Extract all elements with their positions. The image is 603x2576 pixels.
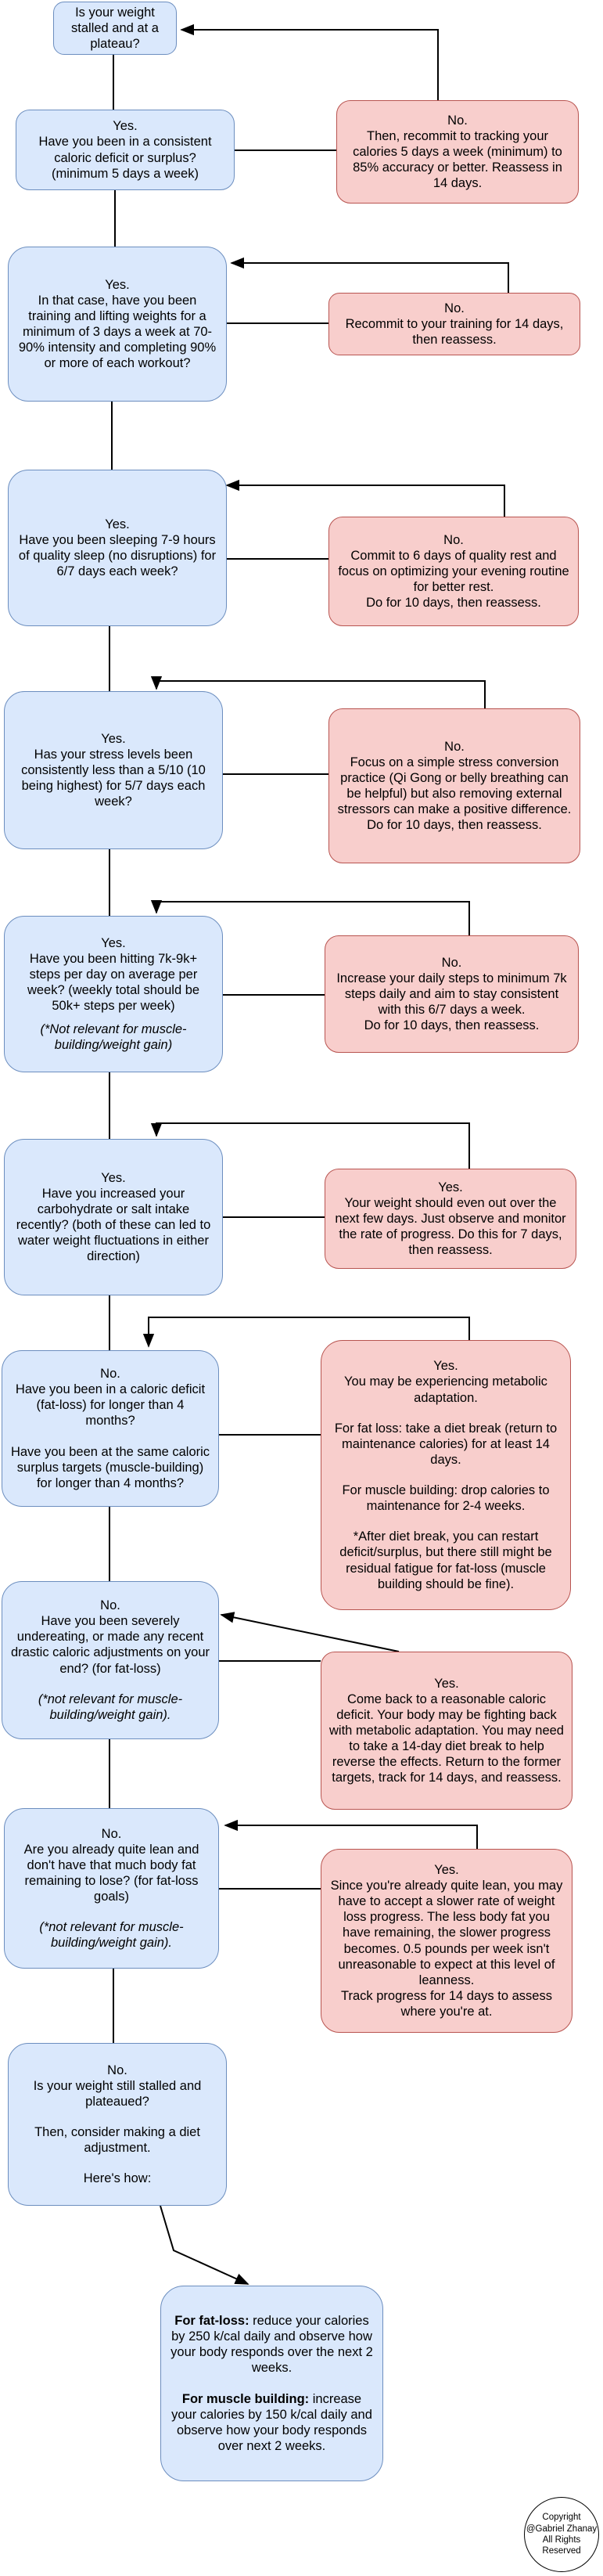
copyright-line3: All Rights (542, 2535, 581, 2545)
loop-a1-start (180, 23, 439, 100)
copyright-line4: Reserved (542, 2546, 581, 2556)
a9-slower-rate: Yes. Since you're already quite lean, yo… (321, 1849, 572, 2033)
q4-stress: Yes. Has your stress levels been consist… (4, 691, 223, 849)
final-muscle-label: For muscle building: (181, 2391, 310, 2406)
a1-title: No. (447, 113, 468, 128)
final-muscle: For muscle building: increase your calor… (169, 2391, 375, 2455)
final-fat-loss-label: For fat-loss: (174, 2314, 249, 2328)
loop-a9-q9 (224, 1819, 478, 1849)
q5-note-text: (*Not relevant for muscle-building/weigh… (40, 1022, 187, 1053)
loop-a3-q3 (225, 479, 505, 517)
q6-text: Have you increased your carbohydrate or … (16, 1186, 211, 1264)
q9-note-text: (*not relevant for muscle-building/weigh… (39, 1920, 184, 1951)
q2-title: Yes. (105, 277, 130, 292)
q4-text: Has your stress levels been consistently… (21, 747, 206, 809)
q1-title: Yes. (113, 119, 138, 134)
a2-recommit-training: No. Recommit to your training for 14 day… (328, 293, 580, 355)
q3-sleep: Yes. Have you been sleeping 7-9 hours of… (8, 470, 227, 626)
final-diet-adjustment: For fat-loss: reduce your calories by 25… (160, 2286, 383, 2481)
q8-note: (*not relevant for muscle-building/weigh… (10, 1692, 210, 1723)
a6-title: Yes. (438, 1180, 463, 1194)
final-fat-loss: For fat-loss: reduce your calories by 25… (169, 2313, 375, 2376)
q7-title: No. (100, 1367, 120, 1382)
q8-undereating: No. Have you been severely undereating, … (2, 1581, 219, 1739)
q9-text: Are you already quite lean and don't hav… (23, 1842, 199, 1904)
a5-title: No. (441, 955, 462, 970)
start-question: Is your weight stalled and at a plateau? (53, 2, 177, 55)
a6-text: Your weight should even out over the nex… (335, 1195, 566, 1258)
loop-a2-q2 (230, 257, 509, 293)
q7-text2: Have you been at the same caloric surplu… (10, 1444, 210, 1490)
loop-a4-q4 (150, 676, 486, 708)
copyright-badge: Copyright @Gabriel Zhanay All Rights Res… (524, 2497, 599, 2572)
q8-text: Have you been severely undereating, or m… (10, 1614, 210, 1676)
q10-text: Is your weight still stalled and plateau… (33, 2078, 202, 2109)
connector-q10-final (160, 2205, 249, 2285)
a3-quality-rest: No. Commit to 6 days of quality rest and… (328, 517, 579, 626)
start-question-text: Is your weight stalled and at a plateau? (71, 5, 159, 52)
a9-text: Since you're already quite lean, you may… (330, 1879, 563, 2019)
q9-lean: No. Are you already quite lean and don't… (4, 1808, 219, 1969)
a7-muscle-text: For muscle building: drop calories to ma… (342, 1483, 550, 1514)
a9-title: Yes. (434, 1862, 459, 1877)
q5-note: (*Not relevant for muscle-building/weigh… (13, 1021, 214, 1053)
q4-title: Yes. (101, 731, 126, 746)
a2-title: No. (444, 301, 465, 315)
q7-text: Have you been in a caloric deficit (fat-… (15, 1382, 206, 1429)
a8-reasonable-deficit: Yes. Come back to a reasonable caloric d… (321, 1652, 572, 1810)
a7-after-break-text: *After diet break, you can restart defic… (339, 1529, 552, 1591)
a7-text: You may be experiencing metabolic adapta… (344, 1374, 547, 1405)
final-fat-loss-text: reduce your calories by 250 k/cal daily … (170, 2314, 373, 2376)
a2-text: Recommit to your training for 14 days, t… (345, 316, 564, 348)
q3-title: Yes. (105, 517, 130, 531)
q6-carb-salt: Yes. Have you increased your carbohydrat… (4, 1139, 223, 1295)
q5-steps: Yes. Have you been hitting 7k-9k+ steps … (4, 916, 223, 1072)
q2-training: Yes. In that case, have you been trainin… (8, 247, 227, 402)
copyright-line1: Copyright (542, 2513, 581, 2523)
a7-metabolic-adaptation: Yes. You may be experiencing metabolic a… (321, 1340, 571, 1610)
q3-text: Have you been sleeping 7-9 hours of qual… (18, 532, 217, 579)
loop-a8-q8 (220, 1612, 400, 1652)
a4-text: Focus on a simple stress conversion prac… (337, 755, 572, 833)
a3-title: No. (443, 532, 464, 547)
q5-title: Yes. (101, 935, 126, 950)
q6-title: Yes. (101, 1170, 126, 1185)
a3-text: Commit to 6 days of quality rest and foc… (338, 548, 569, 611)
q8-title: No. (100, 1598, 120, 1613)
q5-text: Have you been hitting 7k-9k+ steps per d… (27, 951, 200, 1014)
a8-title: Yes. (434, 1676, 459, 1691)
a6-observe-weight: Yes. Your weight should even out over th… (325, 1169, 576, 1269)
a1-recommit-tracking: No. Then, recommit to tracking your calo… (336, 100, 579, 204)
loop-a7-q7 (142, 1317, 470, 1348)
q9-note: (*not relevant for muscle-building/weigh… (13, 1919, 210, 1951)
final-muscle-text: increase your calories by 150 k/cal dail… (171, 2391, 372, 2453)
q1-consistent-calories: Yes. Have you been in a consistent calor… (16, 110, 235, 190)
q1-text: Have you been in a consistent caloric de… (38, 135, 212, 181)
q10-text2: Then, consider making a diet adjustment. (34, 2125, 200, 2156)
a8-text: Come back to a reasonable caloric defici… (329, 1692, 564, 1785)
q10-still-stalled: No. Is your weight still stalled and pla… (8, 2043, 227, 2206)
loop-a5-q5 (150, 899, 470, 935)
q10-text3: Here's how: (83, 2171, 152, 2186)
a4-title: No. (444, 739, 465, 754)
loop-a6-q6 (150, 1122, 470, 1169)
a7-fat-loss-text: For fat loss: take a diet break (return … (334, 1421, 558, 1467)
copyright-line2: @Gabriel Zhanay (526, 2524, 598, 2534)
q2-text: In that case, have you been training and… (18, 293, 217, 371)
a1-text: Then, recommit to tracking your calories… (353, 128, 562, 191)
a5-increase-steps: No. Increase your daily steps to minimum… (325, 935, 579, 1053)
a4-stress-practice: No. Focus on a simple stress conversion … (328, 708, 580, 863)
q10-title: No. (107, 2063, 127, 2077)
a5-text: Increase your daily steps to minimum 7k … (336, 971, 567, 1033)
q9-title: No. (101, 1826, 122, 1841)
q7-duration: No. Have you been in a caloric deficit (… (2, 1350, 219, 1507)
q8-note-text: (*not relevant for muscle-building/weigh… (38, 1692, 183, 1722)
a7-title: Yes. (433, 1359, 458, 1374)
